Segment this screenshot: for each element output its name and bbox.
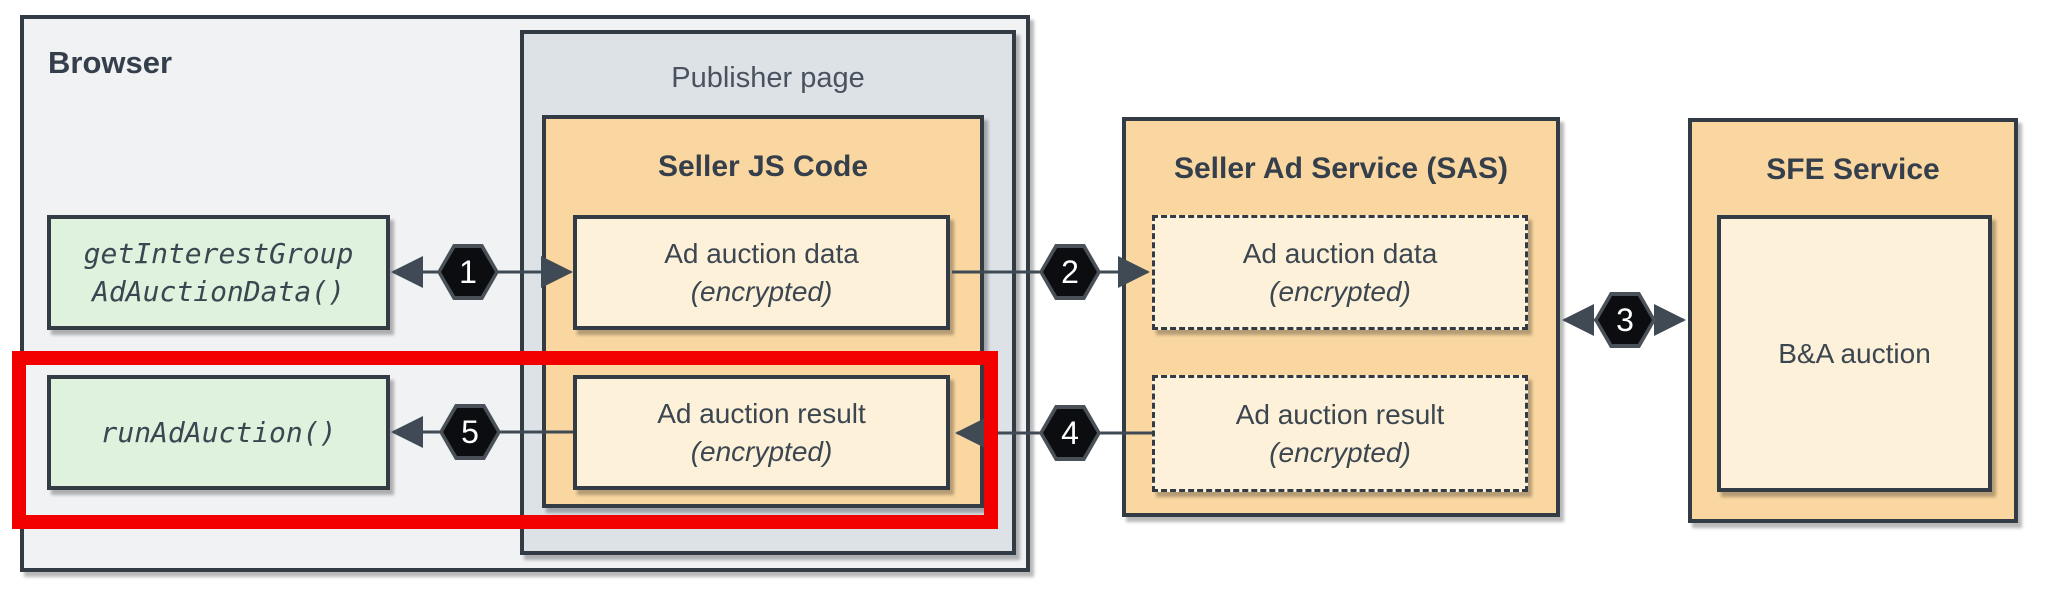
node-label-line: AdAuctionData() [92, 274, 345, 308]
node-run-ad-auction: runAdAuction() [47, 375, 390, 490]
node-label-encrypted: (encrypted) [690, 435, 833, 467]
node-label-encrypted: (encrypted) [690, 275, 833, 307]
node-ba-auction: B&A auction [1717, 215, 1992, 492]
node-label-line: runAdAuction() [100, 415, 337, 449]
node-label-encrypted: (encrypted) [1269, 275, 1411, 307]
node-label-line: Ad auction data [664, 237, 859, 269]
seller-js-code-title: Seller JS Code [657, 150, 869, 183]
step-badge-5-number: 5 [443, 408, 497, 456]
browser-title: Browser [48, 45, 173, 80]
sfe-service-title: SFE Service [1766, 153, 1940, 186]
publisher-page-title: Publisher page [671, 62, 865, 94]
node-label-line: B&A auction [1778, 337, 1931, 369]
seller-ad-service-title: Seller Ad Service (SAS) [1173, 152, 1509, 185]
node-label-line: Ad auction data [1242, 237, 1438, 269]
step-badge-4: 4 [1039, 405, 1101, 461]
node-label-encrypted: (encrypted) [1269, 436, 1411, 468]
step-badge-2: 2 [1039, 244, 1101, 300]
arrow-step3-left-head [1562, 304, 1594, 336]
highlight-red-box [12, 351, 998, 529]
node-sas-ad-auction-data: Ad auction data (encrypted) [1152, 215, 1528, 330]
node-seller-js-ad-auction-data: Ad auction data (encrypted) [573, 215, 950, 330]
node-label-line: Ad auction result [657, 397, 866, 429]
step-badge-4-number: 4 [1043, 409, 1097, 457]
step-badge-1-number: 1 [441, 248, 495, 296]
step-badge-3-number: 3 [1598, 296, 1652, 344]
step-badge-3: 3 [1594, 292, 1656, 348]
node-label-line: getInterestGroup [83, 236, 354, 270]
node-sas-ad-auction-result: Ad auction result (encrypted) [1152, 375, 1528, 492]
node-get-interest-group-ad-auction-data: getInterestGroup AdAuctionData() [47, 215, 390, 330]
arrow-step3-right-head [1654, 304, 1686, 336]
node-label-line: Ad auction result [1235, 398, 1445, 430]
node-seller-js-ad-auction-result: Ad auction result (encrypted) [573, 375, 950, 490]
step-badge-2-number: 2 [1043, 248, 1097, 296]
